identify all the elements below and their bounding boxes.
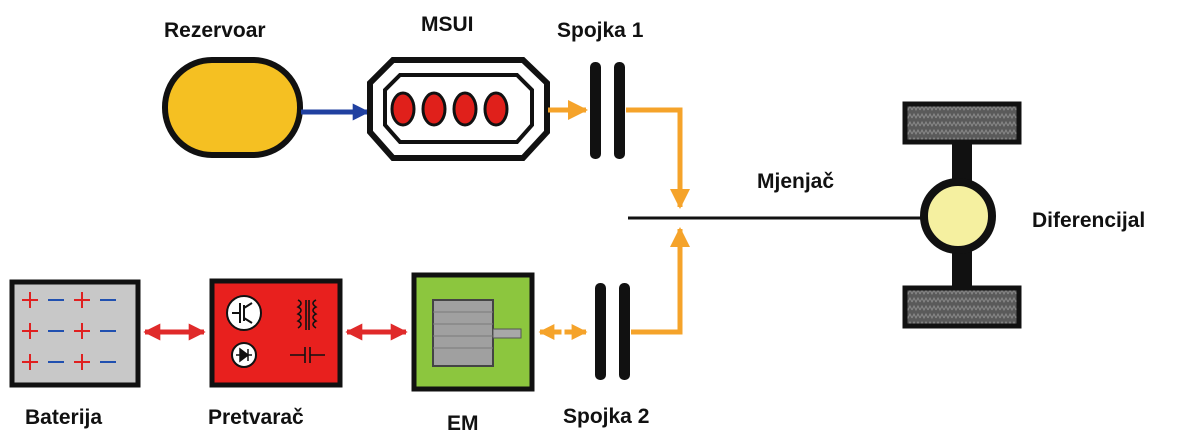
capacitor-symbol — [290, 347, 325, 363]
motor-label: EM — [447, 412, 479, 435]
clutch-1 — [590, 62, 625, 159]
differential — [920, 178, 996, 254]
cylinder-4 — [483, 91, 509, 127]
tank — [162, 57, 303, 158]
cylinder-1 — [390, 91, 416, 127]
tank-label: Rezervoar — [164, 19, 266, 42]
battery — [9, 279, 141, 388]
wheel-bottom — [902, 285, 1022, 329]
clutch-2 — [595, 283, 630, 380]
converter-label: Pretvarač — [208, 406, 304, 429]
clutch1-label: Spojka 1 — [557, 19, 644, 42]
transformer-symbol — [296, 299, 318, 330]
electric-motor — [411, 272, 535, 392]
cylinder-3 — [452, 91, 478, 127]
differential-assembly — [902, 101, 1022, 329]
engine — [367, 57, 550, 161]
gearbox-label: Mjenjač — [757, 170, 835, 193]
motor-shaft — [492, 328, 522, 339]
clutch2-to-shaft-flow — [631, 227, 690, 335]
differential-label: Diferencijal — [1032, 209, 1146, 232]
engine-label: MSUI — [421, 13, 474, 36]
converter — [209, 278, 343, 388]
clutch1-to-shaft-flow — [626, 107, 690, 209]
cylinder-2 — [421, 91, 447, 127]
clutch2-label: Spojka 2 — [563, 405, 650, 428]
wheel-top — [902, 101, 1022, 145]
battery-label: Baterija — [25, 406, 103, 429]
